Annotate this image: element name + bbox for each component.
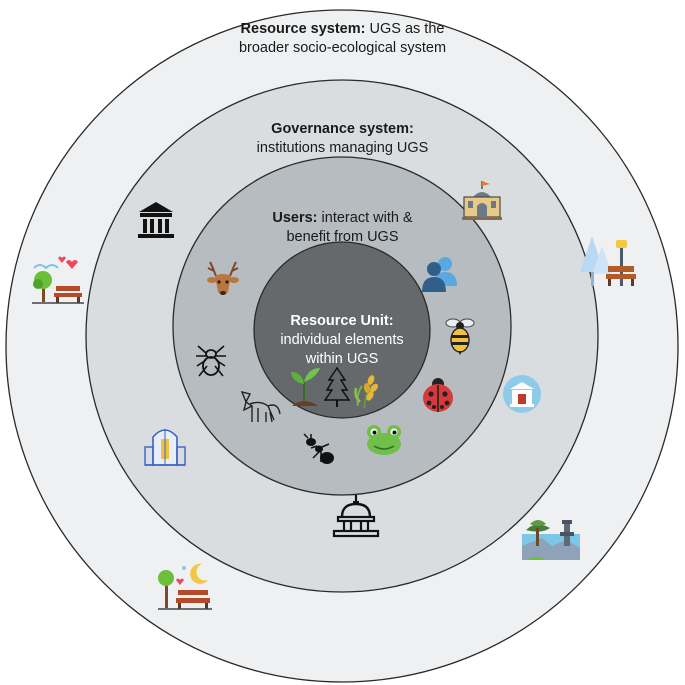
governance-system-label: Governance system: institutions managing… xyxy=(180,120,505,158)
resource-unit-label: Resource Unit: individual elements withi… xyxy=(262,312,422,369)
park-bench-night-icon xyxy=(158,563,212,610)
resource-unit-text-1: individual elements xyxy=(280,332,404,348)
resource-system-text-2: broader socio-ecological system xyxy=(238,40,447,56)
museum-badge-icon xyxy=(503,375,541,413)
capitol-dome-icon xyxy=(332,495,380,538)
glass-greenhouse-icon xyxy=(144,429,186,466)
park-bench-hearts-icon xyxy=(32,256,84,304)
users-text-2: benefit from UGS xyxy=(286,229,399,245)
snowy-park-lamp-icon xyxy=(580,236,636,286)
resource-unit-text-2: within UGS xyxy=(305,351,379,367)
seedling-icon xyxy=(291,368,320,406)
deer-icon xyxy=(207,261,239,295)
city-hall-icon xyxy=(462,181,502,220)
resource-system-label: Resource system: UGS as the broader soci… xyxy=(150,20,535,58)
fox-icon xyxy=(240,390,281,423)
ant-icon xyxy=(303,433,334,464)
governance-system-title: Governance system: xyxy=(271,121,414,137)
users-title: Users: xyxy=(272,210,318,226)
japanese-garden-icon xyxy=(522,520,580,560)
users-text-1: interact with & xyxy=(317,210,413,226)
bee-icon xyxy=(445,318,475,355)
spider-icon xyxy=(196,345,226,377)
pine-tree-icon xyxy=(323,366,351,407)
resource-system-title: Resource system: xyxy=(240,21,366,37)
wheat-icon xyxy=(354,375,378,409)
resource-system-text-1: UGS as the xyxy=(365,21,445,37)
resource-unit-title: Resource Unit: xyxy=(290,313,394,329)
frog-icon xyxy=(367,425,401,455)
people-icon xyxy=(422,257,457,292)
ladybug-icon xyxy=(423,378,453,412)
governance-system-text: institutions managing UGS xyxy=(256,140,429,156)
users-label: Users: interact with & benefit from UGS xyxy=(215,209,470,247)
government-building-icon xyxy=(138,202,174,238)
